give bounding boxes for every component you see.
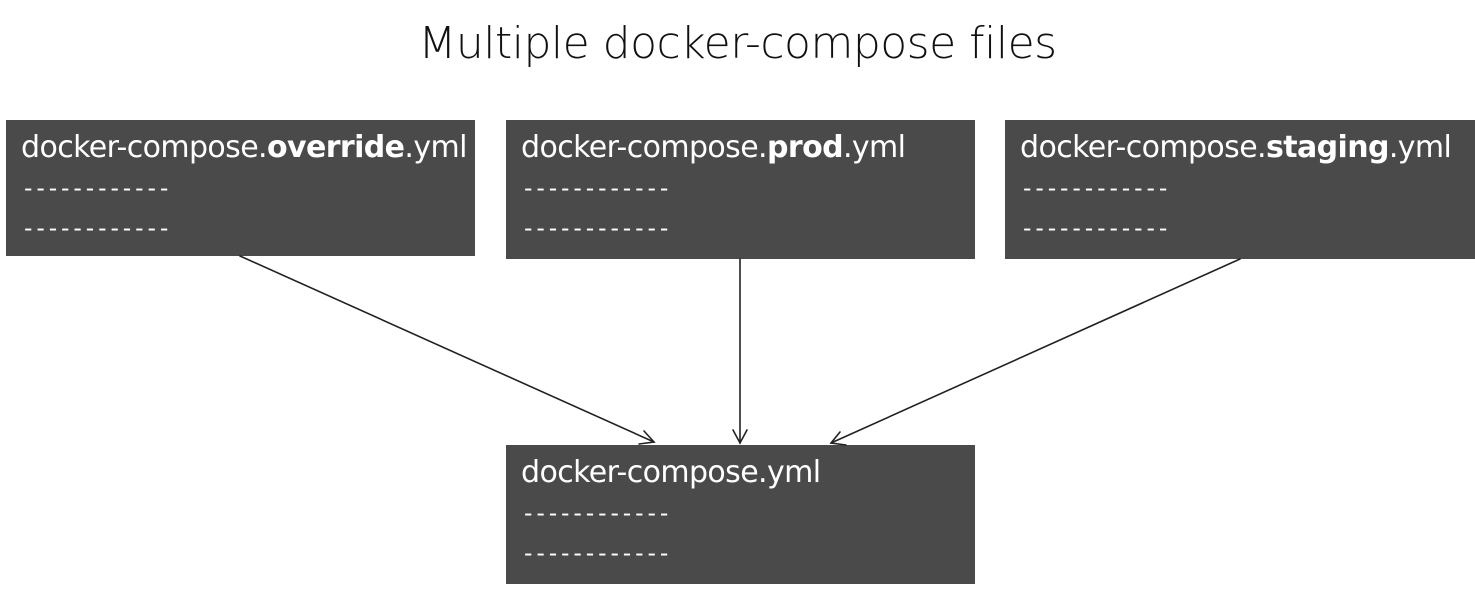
file-name-override: docker-compose.override.yml [21,128,467,168]
placeholder-line-1: ------------ [521,499,671,527]
file-name-suffix: .yml [842,130,906,165]
diagram-title: Multiple docker-compose files [418,18,1057,69]
file-name-prefix: docker-compose. [521,130,768,165]
file-name-staging: docker-compose.staging.yml [1020,128,1461,168]
file-name-suffix: .yml [404,130,467,165]
file-name-prefix: docker-compose. [21,130,268,165]
file-box-override: docker-compose.override.yml ------------… [6,120,475,256]
placeholder-line-1: ------------ [21,174,171,202]
placeholder-line-1: ------------ [521,174,671,202]
file-name-emphasis: override [267,130,405,165]
placeholder-line-2: ------------ [1020,214,1170,242]
arrowhead-override-icon [638,430,656,445]
file-name-base: docker-compose.yml [521,455,821,490]
file-name-emphasis: staging [1266,130,1389,165]
placeholder-line-2: ------------ [521,214,671,242]
file-name-prod: docker-compose.prod.yml [521,128,961,168]
placeholder-line-2: ------------ [521,539,671,567]
file-name-emphasis: prod [767,130,844,165]
placeholder-line-2: ------------ [21,214,171,242]
placeholder-line-1: ------------ [1020,174,1170,202]
file-name-prefix: docker-compose. [1020,130,1267,165]
file-box-base: docker-compose.yml ------------ --------… [506,445,975,584]
arrow-override-to-base [239,255,655,443]
file-box-staging: docker-compose.staging.yml ------------ … [1005,120,1475,259]
arrow-staging-to-base [830,258,1241,444]
file-box-prod: docker-compose.prod.yml ------------ ---… [506,120,975,259]
arrowhead-staging-icon [829,431,847,446]
file-name-suffix: .yml [1388,130,1452,165]
arrowhead-prod-icon [732,429,748,445]
